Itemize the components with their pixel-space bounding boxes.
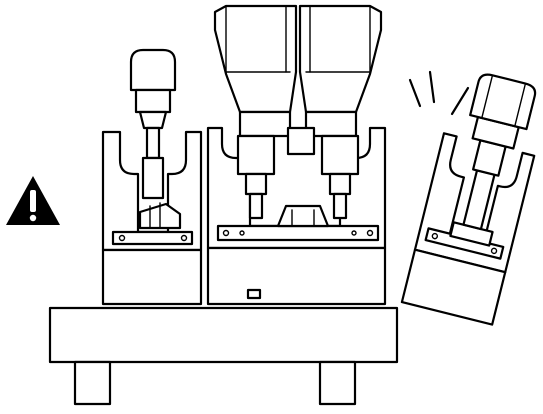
desk	[48, 306, 399, 406]
tilted-falling-module	[400, 73, 537, 326]
motion-lines-icon	[408, 70, 470, 116]
warning-triangle-icon	[6, 176, 60, 225]
single-lever-module	[101, 48, 203, 306]
dual-throttle-module	[206, 4, 387, 306]
